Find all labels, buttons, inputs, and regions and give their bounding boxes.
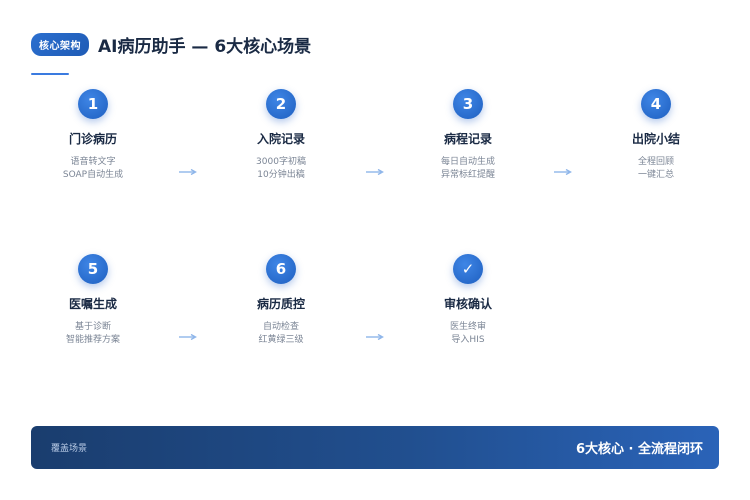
step-review-confirm: ✓ 审核确认 医生终审 导入HIS — [408, 254, 528, 347]
step-title: 审核确认 — [443, 297, 492, 311]
flow-arrow-icon — [366, 169, 384, 175]
step-title: 医嘱生成 — [68, 297, 117, 311]
title-underline — [31, 73, 69, 75]
step-desc-line: 语音转文字 — [70, 157, 116, 167]
step-number-circle: 5 — [78, 254, 108, 284]
step-number-circle: 6 — [266, 254, 296, 284]
step-quality-control: 6 病历质控 自动检查 红黄绿三级 — [221, 254, 341, 347]
step-number-circle: 3 — [453, 89, 483, 119]
step-description: 3000字初稿 10分钟出稿 — [221, 156, 341, 182]
step-desc-line: 异常标红提醒 — [440, 170, 495, 180]
step-number-circle: 4 — [641, 89, 671, 119]
step-number-circle: 2 — [266, 89, 296, 119]
checkmark-icon: ✓ — [453, 254, 483, 284]
step-order-generation: 5 医嘱生成 基于诊断 智能推荐方案 — [33, 254, 153, 347]
step-desc-line: 一键汇总 — [637, 170, 674, 180]
step-description: 自动检查 红黄绿三级 — [221, 321, 341, 347]
step-desc-line: 10分钟出稿 — [257, 170, 305, 180]
flow-arrow-icon — [179, 169, 197, 175]
step-desc-line: 自动检查 — [262, 322, 299, 332]
step-desc-line: 基于诊断 — [74, 322, 111, 332]
step-title: 入院记录 — [256, 132, 305, 146]
step-desc-line: 全程回顾 — [637, 157, 674, 167]
step-description: 全程回顾 一键汇总 — [596, 156, 716, 182]
step-description: 基于诊断 智能推荐方案 — [33, 321, 153, 347]
step-number-circle: 1 — [78, 89, 108, 119]
step-title: 病历质控 — [256, 297, 305, 311]
step-title: 出院小结 — [631, 132, 680, 146]
step-desc-line: 智能推荐方案 — [65, 335, 120, 345]
section-badge: 核心架构 — [31, 33, 89, 56]
flow-arrow-icon — [179, 334, 197, 340]
page-title: AI病历助手 — 6大核心场景 — [98, 37, 312, 57]
flow-arrow-icon — [366, 334, 384, 340]
step-outpatient-record: 1 门诊病历 语音转文字 SOAP自动生成 — [33, 89, 153, 182]
step-title: 病程记录 — [443, 132, 492, 146]
step-description: 医生终审 导入HIS — [408, 321, 528, 347]
header: 核心架构 AI病历助手 — 6大核心场景 — [31, 32, 311, 57]
banner-headline: 6大核心 · 全流程闭环 — [575, 442, 703, 457]
step-description: 每日自动生成 异常标红提醒 — [408, 156, 528, 182]
flow-arrow-icon — [554, 169, 572, 175]
step-desc-line: 导入HIS — [451, 335, 485, 345]
step-desc-line: 3000字初稿 — [256, 157, 306, 167]
step-title: 门诊病历 — [68, 132, 117, 146]
step-desc-line: SOAP自动生成 — [62, 170, 124, 180]
summary-banner: 覆盖场景 6大核心 · 全流程闭环 — [31, 426, 719, 469]
step-desc-line: 每日自动生成 — [440, 157, 495, 167]
step-description: 语音转文字 SOAP自动生成 — [33, 156, 153, 182]
step-progress-record: 3 病程记录 每日自动生成 异常标红提醒 — [408, 89, 528, 182]
step-discharge-summary: 4 出院小结 全程回顾 一键汇总 — [596, 89, 716, 182]
step-desc-line: 红黄绿三级 — [258, 335, 304, 345]
step-admission-record: 2 入院记录 3000字初稿 10分钟出稿 — [221, 89, 341, 182]
banner-label: 覆盖场景 — [51, 444, 88, 454]
step-desc-line: 医生终审 — [449, 322, 486, 332]
